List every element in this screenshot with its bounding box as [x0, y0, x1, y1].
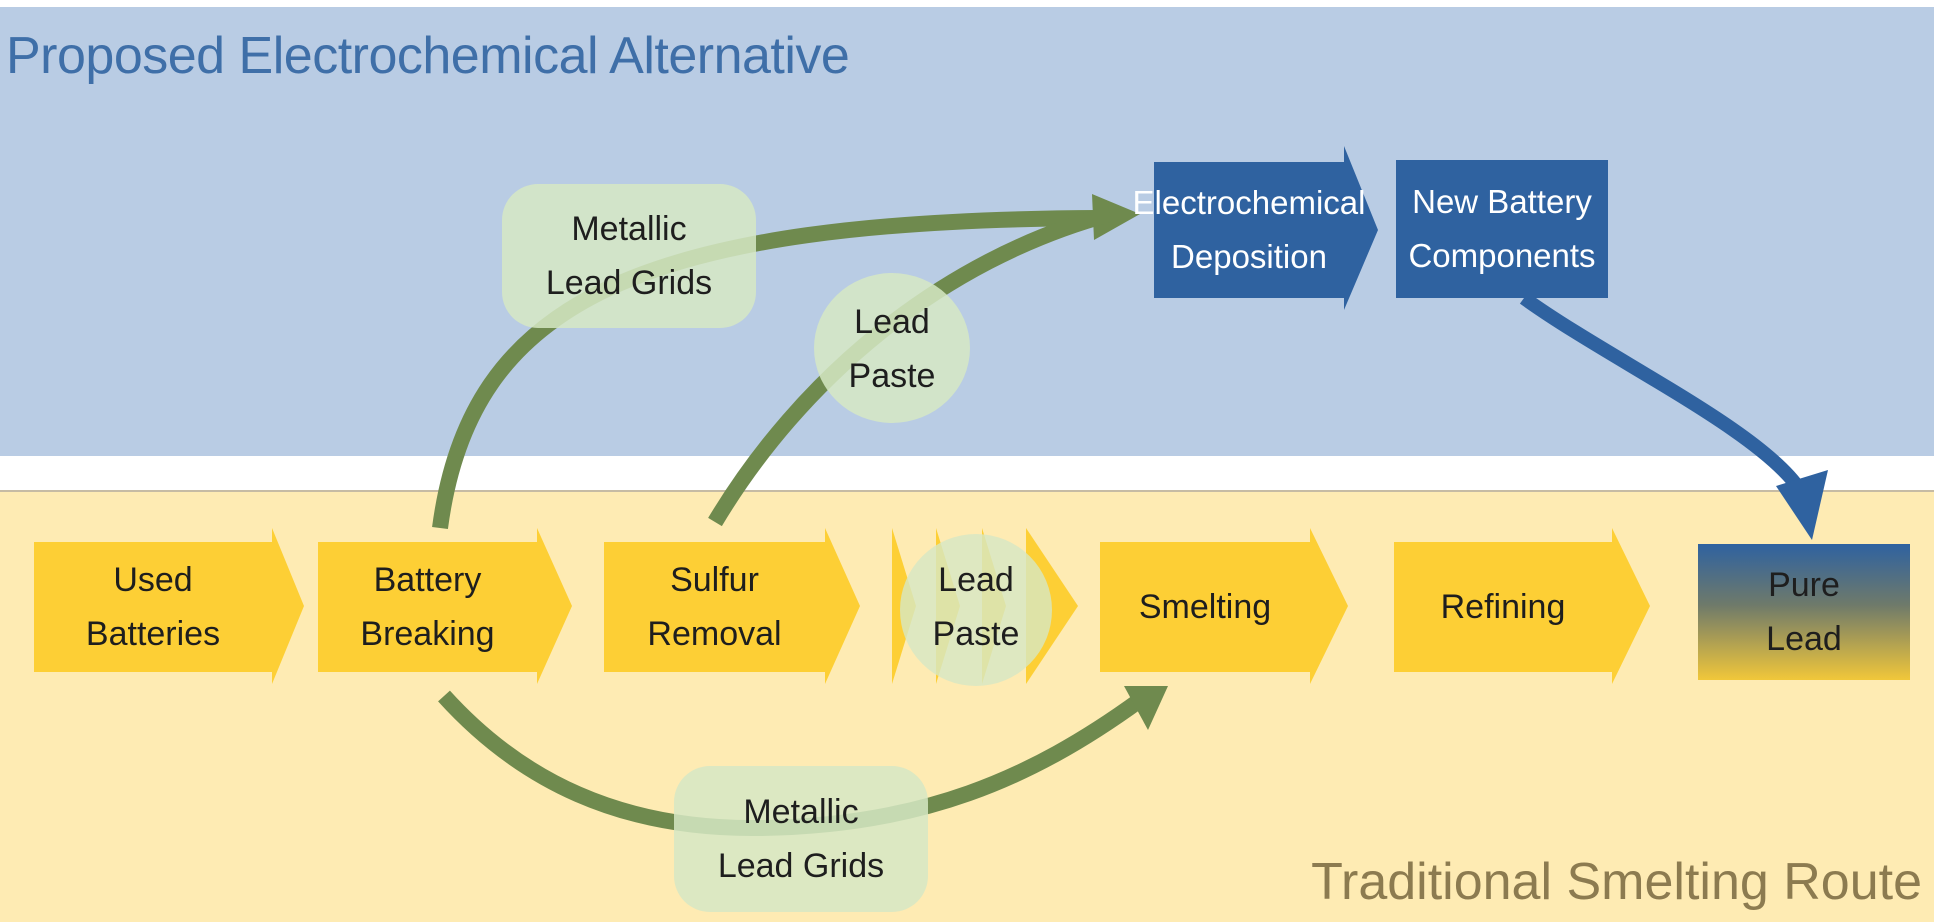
- metallic-lead-grids-bubble-bottom: [674, 766, 928, 912]
- arrow-head-breaking-to-deposition: [1092, 194, 1140, 240]
- metallic-lead-grids-label-top: Metallic Lead Grids: [545, 210, 713, 302]
- step-battery-breaking-shape: [318, 528, 572, 684]
- arrow-head-breaking-to-smelting: [1124, 686, 1168, 730]
- metallic-lead-grids-label-bottom: Metallic Lead Grids: [717, 793, 885, 885]
- step-pure-lead-label: Pure Lead: [1766, 566, 1842, 658]
- step-sulfur-removal-shape: [604, 528, 860, 684]
- lead-paste-bubble-bottom: [900, 534, 1052, 686]
- step-used-batteries-shape: [34, 528, 304, 684]
- proposed-electrochemical-band: [0, 7, 1934, 456]
- step-sulfur-removal-label: Sulfur Removal: [647, 561, 782, 653]
- metallic-lead-grids-bubble-top: [502, 184, 756, 328]
- step-electrochemical-deposition-shape: [1154, 146, 1378, 310]
- step-refining-shape: [1394, 528, 1650, 684]
- step-pure-lead-shape: [1698, 544, 1910, 680]
- step-smelting-label: Smelting: [1138, 588, 1272, 626]
- step-new-battery-components-label: New Battery Components: [1408, 183, 1596, 274]
- step-new-battery-components-shape: [1396, 160, 1608, 298]
- step-refining-label: Refining: [1440, 588, 1566, 626]
- step-battery-breaking-label: Battery Breaking: [360, 561, 495, 653]
- proposed-alternative-title: Proposed Electrochemical Alternative: [6, 27, 850, 85]
- step-smelting-shape: [1100, 528, 1348, 684]
- step-electrochemical-deposition-label: Electrochemical Deposition: [1132, 184, 1366, 275]
- arrow-head-deposition-to-pure-lead: [1776, 470, 1828, 540]
- step-used-batteries-label: Used Batteries: [85, 561, 221, 653]
- lead-paste-bubble-top: [814, 273, 970, 423]
- traditional-route-title: Traditional Smelting Route: [1311, 853, 1922, 911]
- arrow-deposition-to-pure-lead: [1519, 292, 1806, 495]
- step-lead-paste-label: Lead Paste: [932, 561, 1020, 653]
- lead-paste-label-top: Lead Paste: [848, 303, 936, 395]
